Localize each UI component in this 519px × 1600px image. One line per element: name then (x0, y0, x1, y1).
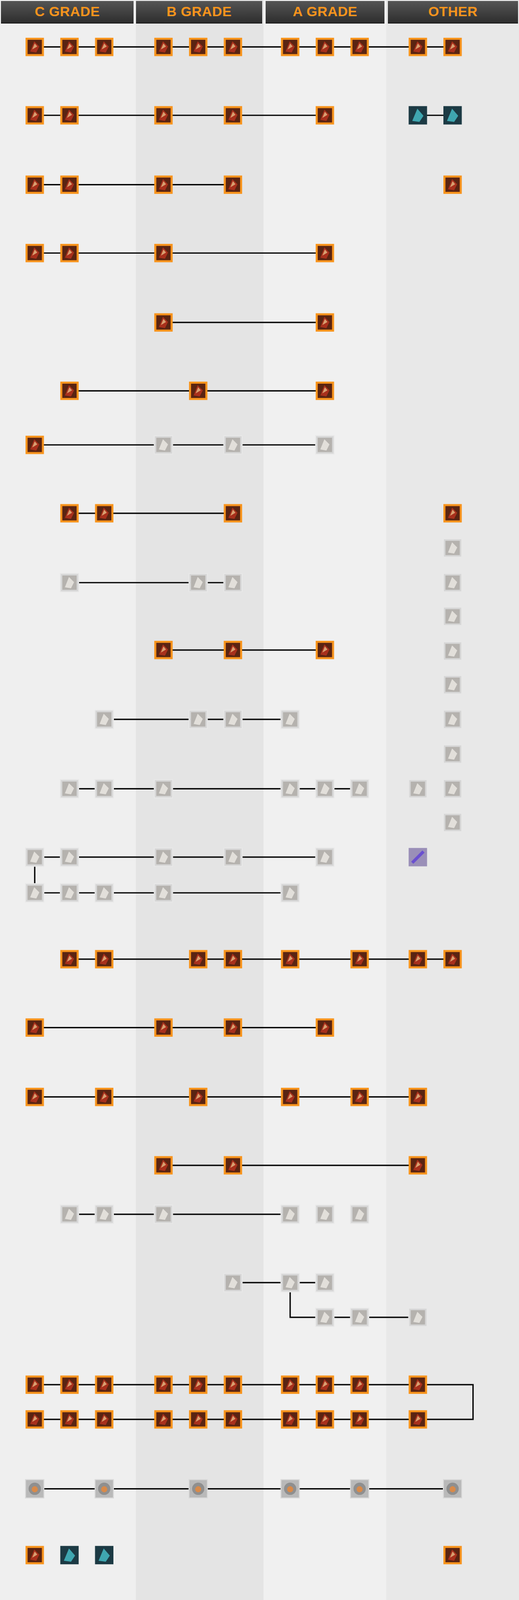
grade-header: OTHER (387, 0, 519, 24)
grade-header: B GRADE (136, 0, 263, 24)
header-text: C GRADE (34, 3, 101, 20)
header-text: A GRADE (292, 3, 358, 20)
header-text: OTHER (428, 3, 478, 20)
header-text: B GRADE (166, 3, 232, 20)
grade-header: C GRADE (0, 0, 134, 24)
grade-header: A GRADE (265, 0, 385, 24)
